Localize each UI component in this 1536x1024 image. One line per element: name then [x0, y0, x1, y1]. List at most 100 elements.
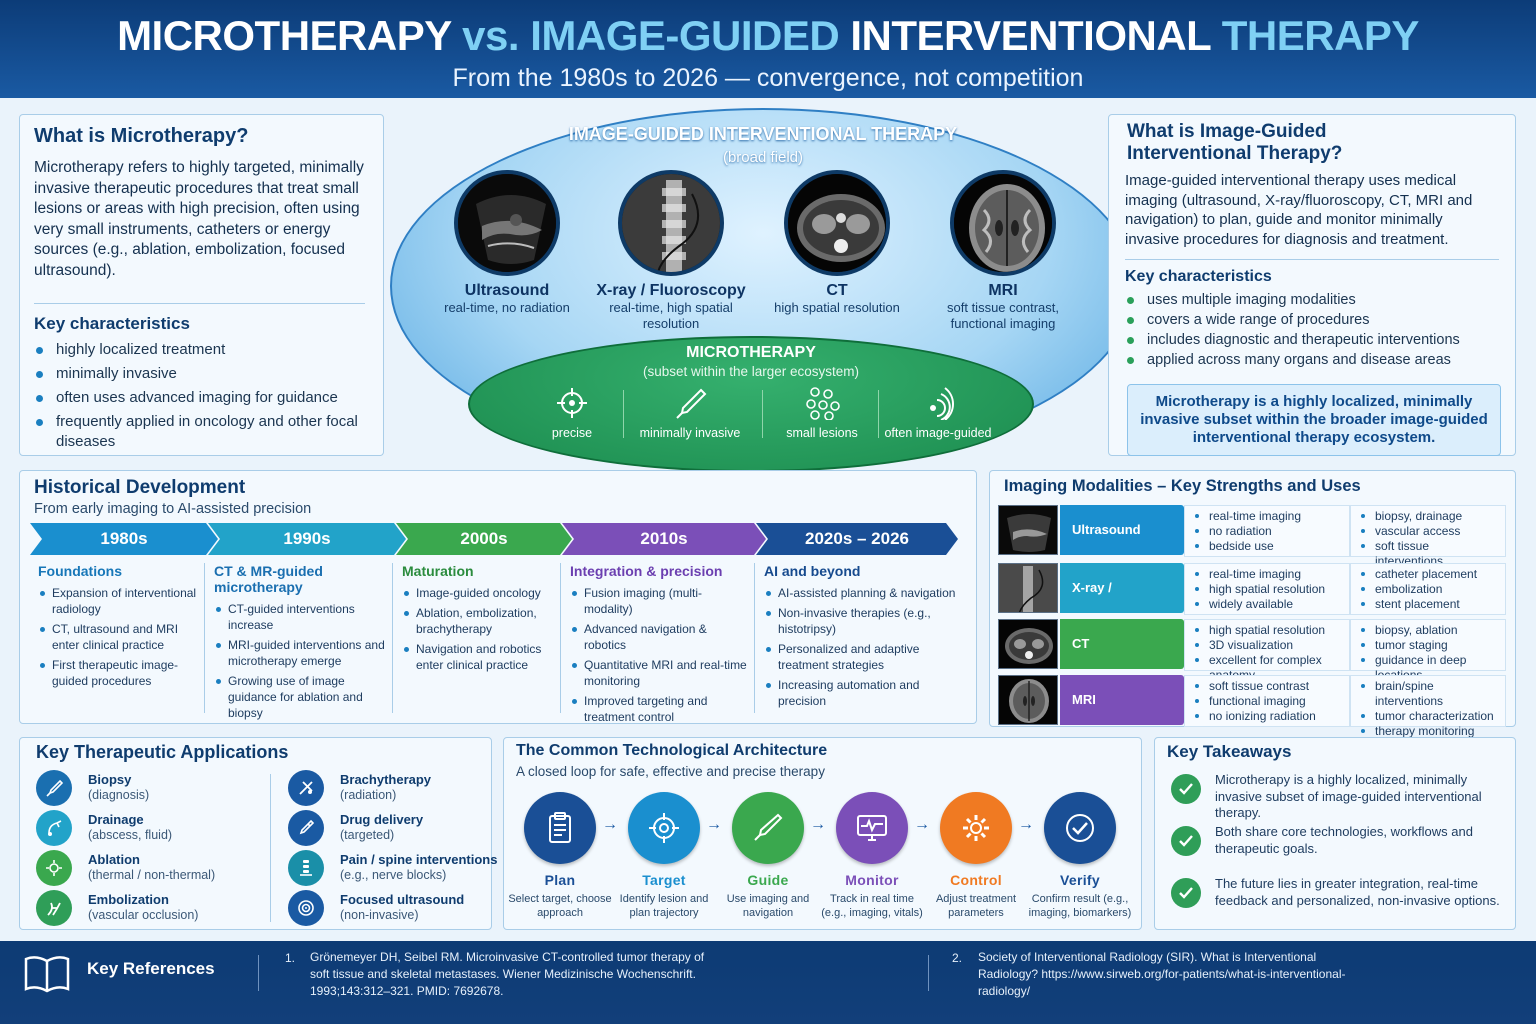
title-vs: vs.	[462, 12, 520, 59]
ecosystem-subtitle: (broad field)	[722, 149, 804, 166]
list-item: vascular access	[1357, 524, 1499, 539]
divider	[560, 563, 561, 713]
vessel-icon	[47, 902, 61, 916]
application-desc: (non-invasive)	[340, 908, 419, 922]
application-desc: (diagnosis)	[88, 788, 150, 802]
panel-title: Historical Development	[34, 477, 246, 498]
divider	[623, 390, 624, 438]
list-item: Improved targeting and treatment control	[570, 693, 748, 725]
application-desc: (e.g., nerve blocks)	[340, 868, 447, 882]
panel-title: What is Image-Guided Interventional Ther…	[1127, 121, 1343, 164]
key-characteristics-title: Key characteristics	[1125, 268, 1272, 285]
step-name: Control	[950, 872, 1002, 888]
list-item: Personalized and adaptive treatment stra…	[764, 641, 958, 673]
step-circle	[524, 792, 596, 864]
modality-thumbnail	[998, 505, 1058, 555]
waves-icon	[930, 387, 954, 420]
ablation-icon	[46, 860, 62, 876]
title-interventional: INTERVENTIONAL	[850, 12, 1211, 59]
list-item: stent placement	[1357, 597, 1499, 612]
application-name: Biopsy	[88, 772, 132, 787]
key-takeaways-panel: Key Takeaways Microtherapy is a highly l…	[1154, 737, 1516, 930]
list-item: embolization	[1357, 582, 1499, 597]
icon-label: often image-guided	[884, 426, 992, 440]
divider	[928, 955, 929, 991]
step-name: Monitor	[845, 872, 899, 888]
list-item: tumor characterization	[1357, 709, 1499, 724]
list-item: Ablation, embolization, brachytherapy	[402, 605, 554, 637]
step-circle	[836, 792, 908, 864]
arrow-right-icon: →	[914, 816, 930, 833]
check-badge	[1171, 878, 1201, 908]
era-title: Maturation	[402, 563, 474, 579]
modality-desc: soft tissue contrast, functional imaging	[947, 300, 1059, 331]
list-item: highly localized treatment	[34, 340, 369, 360]
references-footer: Key References 1. Grönemeyer DH, Seibel …	[0, 941, 1536, 1024]
mri-image	[950, 170, 1056, 276]
list-item: covers a wide range of procedures	[1125, 310, 1499, 330]
list-item: applied across many organs and disease a…	[1125, 350, 1499, 370]
icon-label: small lesions	[786, 426, 858, 440]
modality-label: MRI	[1060, 675, 1184, 725]
application-icon-wrap	[288, 770, 324, 806]
needle-icon	[754, 813, 783, 841]
application-desc: (abscess, fluid)	[88, 828, 173, 842]
divider	[392, 563, 393, 713]
title-microtherapy: MICROTHERAPY	[117, 12, 451, 59]
icon-label: precise	[551, 426, 593, 440]
crosshair-icon	[557, 388, 587, 418]
key-characteristics-list: uses multiple imaging modalities covers …	[1125, 290, 1499, 370]
list-item: Fusion imaging (multi-modality)	[570, 585, 748, 617]
panel-title: Imaging Modalities – Key Strengths and U…	[1004, 477, 1361, 495]
era-title: Integration & precision	[570, 563, 723, 579]
therapeutic-applications-panel: Key Therapeutic Applications Biopsy(diag…	[19, 737, 497, 930]
reference-2: Society of Interventional Radiology (SIR…	[978, 950, 1346, 998]
list-item: minimally invasive	[34, 364, 369, 384]
step-name: Guide	[747, 872, 789, 888]
check-badge	[1171, 826, 1201, 856]
divider	[1125, 259, 1499, 260]
page-title: MICROTHERAPY vs. IMAGE-GUIDED INTERVENTI…	[0, 12, 1536, 60]
panel-title: Key Takeaways	[1167, 742, 1292, 761]
application-item: Focused ultrasound(non-invasive)	[288, 890, 508, 926]
precise-item: precise	[534, 386, 610, 440]
list-item: Growing use of image guidance for ablati…	[214, 673, 386, 721]
modality-desc: real-time, no radiation	[444, 300, 570, 315]
drainage-icon	[48, 820, 62, 836]
application-icon-wrap	[36, 770, 72, 806]
application-item: Embolization(vascular occlusion)	[36, 890, 256, 926]
application-desc: (thermal / non-thermal)	[88, 868, 216, 882]
panel-text: Microtherapy refers to highly targeted, …	[34, 159, 364, 279]
takeaway-text: The future lies in greater integration, …	[1215, 876, 1500, 908]
modality-mri: MRI soft tissue contrast, functional ima…	[928, 170, 1078, 332]
gear-icon	[963, 815, 989, 841]
step-desc: Use imaging and navigation	[726, 893, 810, 919]
era-arrow-3: 2010s	[562, 523, 766, 555]
often-image-guided-item: often image-guided	[882, 386, 994, 440]
application-item: Brachytherapy(radiation)	[288, 770, 508, 806]
microtherapy-subset: MICROTHERAPY (subset within the larger e…	[468, 336, 1034, 472]
modality-thumbnail	[998, 675, 1058, 725]
application-name: Drainage	[88, 812, 144, 827]
application-name: Ablation	[88, 852, 140, 867]
list-item: bedside use	[1191, 539, 1343, 554]
book-icon	[24, 956, 70, 993]
step-desc: Track in real time (e.g., imaging, vital…	[821, 893, 923, 919]
list-item: Quantitative MRI and real-time monitorin…	[570, 657, 748, 689]
clipboard-icon	[549, 812, 571, 843]
era-arrow-1: 1990s	[208, 523, 406, 555]
reference-1: Grönemeyer DH, Seibel RM. Microinvasive …	[310, 950, 705, 998]
list-item: high spatial resolution	[1191, 623, 1343, 638]
